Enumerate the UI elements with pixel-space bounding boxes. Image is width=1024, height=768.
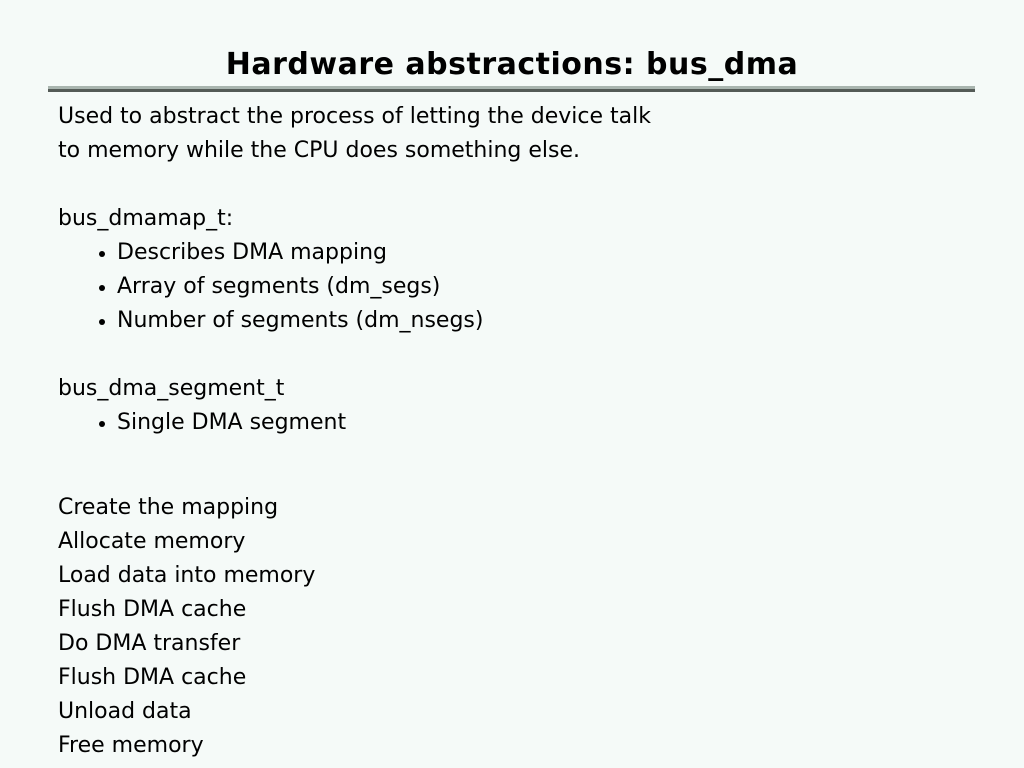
title-divider-dark-band [48, 89, 975, 92]
step-line: Allocate memory [58, 529, 246, 554]
section-heading: bus_dma_segment_t [58, 376, 285, 401]
list-item-label: Number of segments (dm_nsegs) [117, 308, 484, 333]
list-item-label: Describes DMA mapping [117, 240, 387, 265]
list-item: Single DMA segment [58, 406, 988, 440]
page-title: Hardware abstractions: bus_dma [225, 47, 799, 82]
step-line: Create the mapping [58, 495, 279, 520]
step-line: Free memory [58, 733, 204, 758]
list-item: Describes DMA mapping [58, 236, 988, 270]
slide-body: Used to abstract the process of letting … [58, 100, 988, 763]
title-divider-light-band [48, 86, 975, 89]
section-heading: bus_dmamap_t: [58, 206, 234, 231]
spacer [58, 168, 988, 202]
intro-paragraph: Used to abstract the process of letting … [58, 100, 988, 168]
step-line: Unload data [58, 699, 192, 724]
intro-line: Used to abstract the process of letting … [58, 104, 651, 129]
list-item: Number of segments (dm_nsegs) [58, 304, 988, 338]
step-line: Flush DMA cache [58, 597, 247, 622]
title-divider [48, 86, 975, 92]
intro-line: to memory while the CPU does something e… [58, 138, 581, 163]
list-item: Array of segments (dm_segs) [58, 270, 988, 304]
spacer [58, 440, 988, 474]
bullet-dot-icon [99, 421, 105, 427]
section-bus-dma-segment-t: bus_dma_segment_t Single DMA segment [58, 372, 988, 440]
bullet-dot-icon [99, 251, 105, 257]
list-item-label: Single DMA segment [117, 410, 347, 435]
step-line: Do DMA transfer [58, 631, 241, 656]
bullet-dot-icon [99, 319, 105, 325]
spacer [58, 474, 988, 491]
step-line: Load data into memory [58, 563, 316, 588]
section-bus-dmamap-t: bus_dmamap_t: Describes DMA mapping Arra… [58, 202, 988, 338]
dma-steps-list: Create the mapping Allocate memory Load … [58, 491, 988, 763]
bullet-dot-icon [99, 285, 105, 291]
list-item-label: Array of segments (dm_segs) [117, 274, 441, 299]
step-line: Flush DMA cache [58, 665, 247, 690]
spacer [58, 338, 988, 372]
